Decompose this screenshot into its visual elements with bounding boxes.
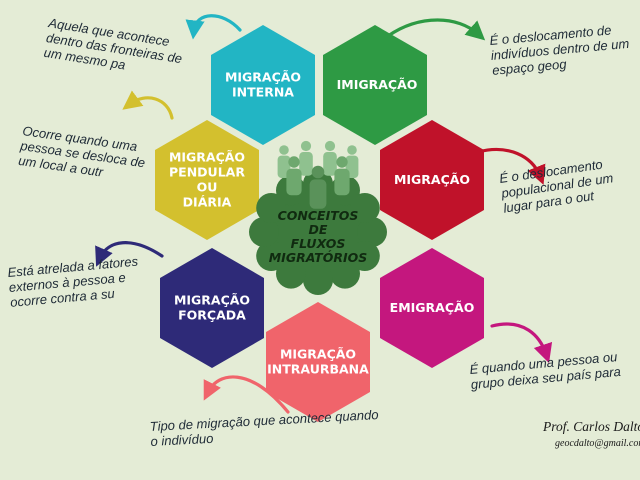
description-line: o indivíduo (150, 431, 214, 449)
hexagon-forcada (160, 248, 264, 368)
hexagon-migracao (380, 120, 484, 240)
hexagon-label-pendular: DIÁRIA (183, 195, 232, 210)
hexagon-label-pendular: MIGRAÇÃO (169, 150, 245, 165)
hexagon-label-forcada: FORÇADA (178, 308, 246, 323)
description-line: Tipo de migração que acontece quando (149, 407, 378, 434)
hexagon-imigracao (323, 25, 427, 145)
arrow-interna (185, 14, 242, 40)
hexagon-intraurbana (266, 302, 370, 422)
arrow-forcada (95, 241, 164, 267)
hexagon-pendular (155, 120, 259, 240)
arrow-emigracao (490, 322, 553, 364)
arrow-pendular (122, 90, 174, 120)
people-group-icon (277, 140, 359, 209)
description-line: espaço geog (492, 56, 568, 77)
center-cloud (249, 169, 387, 295)
hexagon-label-pendular: PENDULAR (169, 165, 245, 180)
center-label: DE (309, 222, 328, 237)
arrow-intraurbana (203, 375, 290, 414)
hexagon-interna (211, 25, 315, 145)
hexagon-label-intraurbana: MIGRAÇÃO (280, 347, 356, 362)
hexagon-label-migracao: MIGRAÇÃO (394, 172, 470, 187)
center-label: CONCEITOS (278, 208, 359, 223)
arrow-imigracao (386, 18, 486, 41)
arrow-migracao (476, 147, 546, 185)
center-label: MIGRATÓRIOS (269, 250, 368, 265)
hexagon-label-interna: INTERNA (232, 85, 294, 100)
hexagon-label-intraurbana: INTRAURBANA (267, 362, 369, 377)
author-email: geocdalto@gmail.com (555, 438, 640, 449)
hexagon-label-pendular: OU (197, 180, 218, 195)
center-label: FLUXOS (291, 236, 346, 251)
hexagon-emigracao (380, 248, 484, 368)
author-signature: Prof. Carlos Dalto (542, 419, 640, 434)
hexagon-label-interna: MIGRAÇÃO (225, 70, 301, 85)
hexagon-label-forcada: MIGRAÇÃO (174, 293, 250, 308)
hexagon-label-imigracao: IMIGRAÇÃO (337, 77, 418, 92)
hexagon-label-emigracao: EMIGRAÇÃO (390, 300, 475, 315)
